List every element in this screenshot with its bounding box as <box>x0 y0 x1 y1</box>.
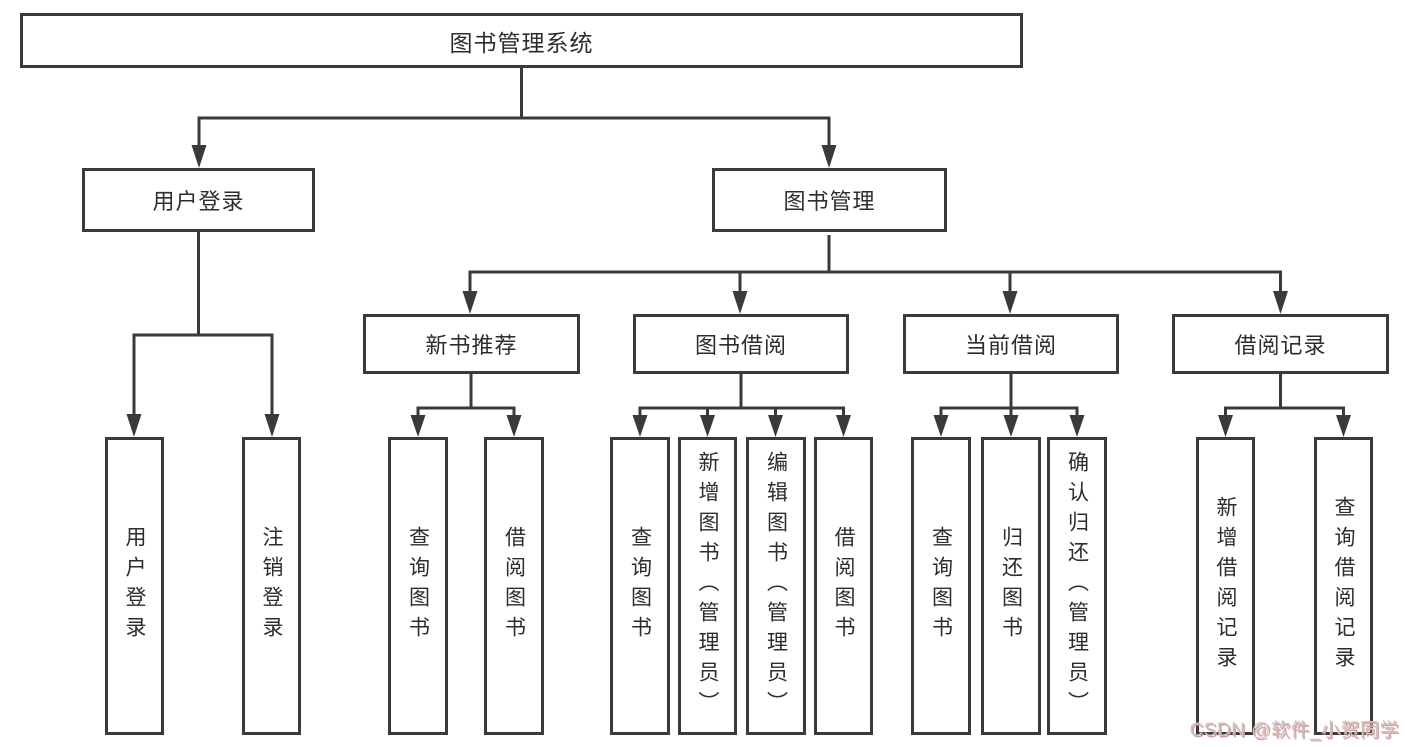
node-book-management-label: 图书管理 <box>783 189 876 214</box>
node-new-book-recommend-label: 新书推荐 <box>425 333 518 358</box>
leaf-current-query-book: 查询图书 <box>911 437 971 735</box>
leaf-user-login-label: 用户登录 <box>123 526 146 646</box>
leaf-add-borrow-record: 新增借阅记录 <box>1196 437 1255 735</box>
leaf-current-query-book-label: 查询图书 <box>929 526 953 646</box>
leaf-borrow-query-book: 查询图书 <box>610 437 670 735</box>
leaf-query-borrow-record: 查询借阅记录 <box>1314 437 1373 735</box>
leaf-recommend-query-book-label: 查询图书 <box>406 526 430 646</box>
leaf-return-book: 归还图书 <box>981 437 1041 735</box>
leaf-confirm-return-admin-label: 确认归还（管理员） <box>1065 451 1089 721</box>
leaf-logout-label: 注销登录 <box>260 526 283 646</box>
leaf-edit-book-admin: 编辑图书（管理员） <box>746 437 806 735</box>
leaf-add-borrow-record-label: 新增借阅记录 <box>1214 496 1237 676</box>
leaf-borrow-book: 借阅图书 <box>814 437 873 735</box>
leaf-add-book-admin-label: 新增图书（管理员） <box>696 451 719 721</box>
node-book-management: 图书管理 <box>712 168 947 232</box>
node-book-borrow-label: 图书借阅 <box>694 333 787 358</box>
leaf-query-borrow-record-label: 查询借阅记录 <box>1332 496 1355 676</box>
node-current-borrow: 当前借阅 <box>903 314 1119 374</box>
leaf-add-book-admin: 新增图书（管理员） <box>678 437 737 735</box>
leaf-return-book-label: 归还图书 <box>999 526 1023 646</box>
leaf-borrow-book-label: 借阅图书 <box>832 526 855 646</box>
node-current-borrow-label: 当前借阅 <box>964 333 1057 358</box>
leaf-logout: 注销登录 <box>242 437 301 735</box>
node-root: 图书管理系统 <box>20 13 1023 68</box>
leaf-edit-book-admin-label: 编辑图书（管理员） <box>764 451 788 721</box>
node-root-label: 图书管理系统 <box>449 29 594 56</box>
leaf-recommend-borrow-book: 借阅图书 <box>484 437 544 735</box>
node-new-book-recommend: 新书推荐 <box>363 314 580 374</box>
leaf-user-login: 用户登录 <box>105 437 164 735</box>
node-book-borrow: 图书借阅 <box>633 314 849 374</box>
csdn-watermark: CSDN @软件_小贺同学 <box>1189 720 1399 741</box>
leaf-confirm-return-admin: 确认归还（管理员） <box>1047 437 1107 735</box>
node-borrow-record-label: 借阅记录 <box>1234 333 1327 358</box>
node-user-login-label: 用户登录 <box>152 189 245 214</box>
leaf-recommend-borrow-book-label: 借阅图书 <box>502 526 526 646</box>
leaf-borrow-query-book-label: 查询图书 <box>628 526 652 646</box>
node-user-login: 用户登录 <box>82 168 315 232</box>
leaf-recommend-query-book: 查询图书 <box>388 437 448 735</box>
node-borrow-record: 借阅记录 <box>1172 314 1389 374</box>
